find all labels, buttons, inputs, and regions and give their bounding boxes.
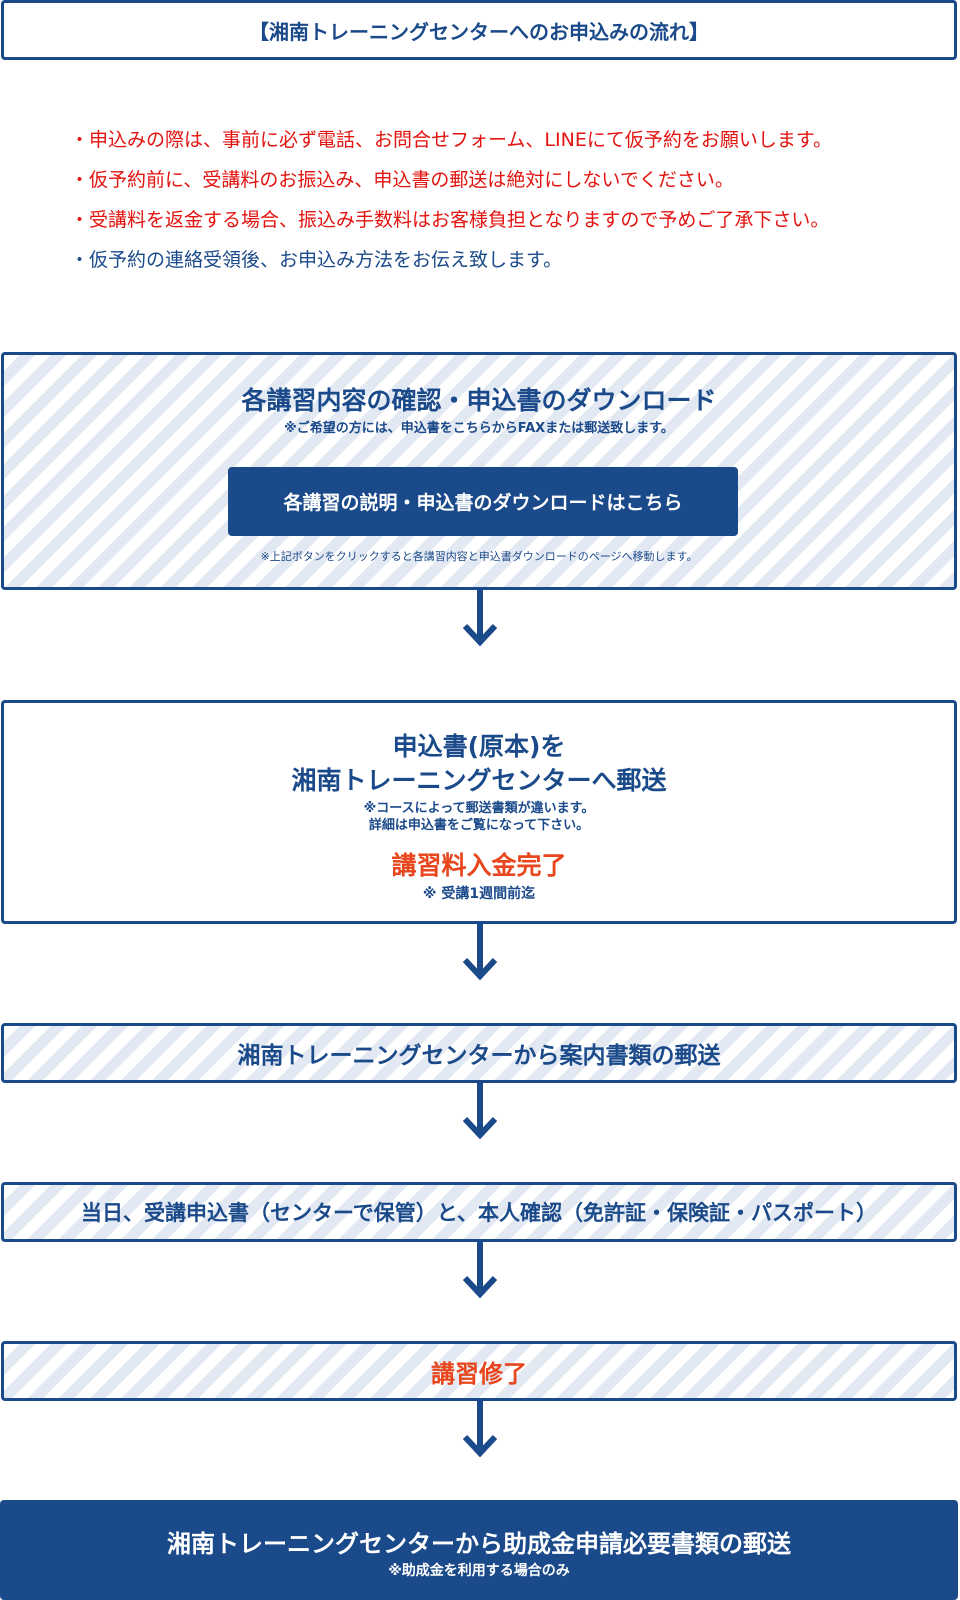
step-mail-note-line1: ※コースによって郵送書類が違います。 [363,801,595,816]
notice-item-3: ・受講料を返金する場合、振込み手数料はお客様負担となりますので予めご了承下さい。 [70,209,830,231]
notice-item-2: ・仮予約前に、受講料のお振込み、申込書の郵送は絶対にしないでください。 [70,169,734,191]
step-course-complete-box: 講習修了 [1,1341,957,1401]
step-subsidy-note: ※助成金を利用する場合のみ [388,1563,570,1579]
step-mail-title-line2: 湘南トレーニングセンターへ郵送 [291,766,667,795]
step-download-title: 各講習内容の確認・申込書のダウンロード [241,386,717,415]
step-mail-title-line1: 申込書(原本)を [392,732,566,761]
arrow-down-icon [462,1242,498,1299]
step-guide-documents-title: 湘南トレーニングセンターから案内書類の郵送 [237,1043,721,1069]
step-course-complete-title: 講習修了 [431,1359,527,1388]
notice-item-4: ・仮予約の連絡受領後、お申込み方法をお伝え致します。 [70,249,563,271]
step-day-of-box: 当日、受講申込書（センターで保管）と、本人確認（免許証・保険証・パスポート） [1,1182,957,1242]
payment-deadline-note: ※ 受講1週間前迄 [422,886,536,902]
step-download-subtitle: ※ご希望の方には、申込書をこちらからFAXまたは郵送致します。 [284,421,674,436]
arrow-down-icon [462,1083,498,1140]
download-application-button[interactable]: 各講習の説明・申込書のダウンロードはこちら [228,467,738,536]
step-day-of-title: 当日、受講申込書（センターで保管）と、本人確認（免許証・保険証・パスポート） [81,1201,877,1225]
step-subsidy-documents-box: 湘南トレーニングセンターから助成金申請必要書類の郵送 ※助成金を利用する場合のみ [0,1500,958,1600]
download-button-note: ※上記ボタンをクリックすると各講習内容と申込書ダウンロードのページへ移動します。 [260,550,698,563]
payment-complete-heading: 講習料入金完了 [391,851,567,880]
step-mail-application-box: 申込書(原本)を 湘南トレーニングセンターへ郵送 ※コースによって郵送書類が違い… [1,700,957,924]
flow-title-box: 【湘南トレーニングセンターへのお申込みの流れ】 [1,0,957,60]
step-guide-documents-box: 湘南トレーニングセンターから案内書類の郵送 [1,1023,957,1083]
page-title: 【湘南トレーニングセンターへのお申込みの流れ】 [249,19,709,44]
arrow-down-icon [462,1401,498,1458]
step-download-box: 各講習内容の確認・申込書のダウンロード ※ご希望の方には、申込書をこちらからFA… [1,352,957,590]
arrow-down-icon [462,924,498,981]
arrow-down-icon [462,590,498,647]
step-subsidy-title: 湘南トレーニングセンターから助成金申請必要書類の郵送 [167,1530,791,1558]
step-mail-note-line2: 詳細は申込書をご覧になって下さい。 [368,818,590,833]
notice-item-1: ・申込みの際は、事前に必ず電話、お問合せフォーム、LINEにて仮予約をお願いしま… [70,129,832,151]
notice-list: ・申込みの際は、事前に必ず電話、お問合せフォーム、LINEにて仮予約をお願いしま… [70,128,930,288]
download-button-label: 各講習の説明・申込書のダウンロードはこちら [283,492,683,514]
